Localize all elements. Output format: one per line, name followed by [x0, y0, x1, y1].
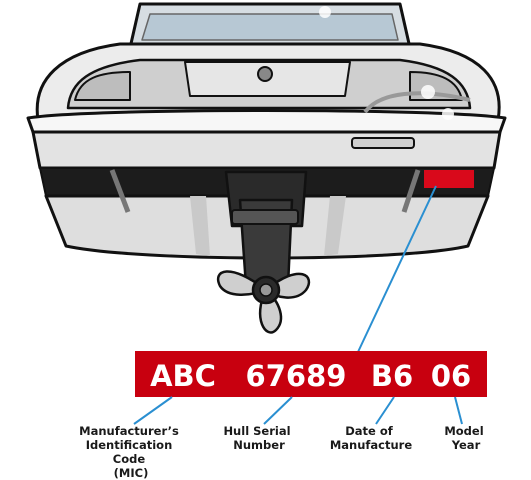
hin-code-serial: 67689 [246, 359, 347, 393]
hull-hin-plate [424, 170, 474, 188]
propeller [217, 270, 311, 334]
leader-line-serial [263, 396, 293, 425]
boat-illustration [26, 2, 507, 334]
label-serial: Hull Serial Number [223, 424, 294, 452]
hin-code-mic: ABC [150, 359, 216, 393]
label-mic: Manufacturer’s Identification Code (MIC) [79, 424, 183, 480]
leader-line-hull [357, 185, 437, 353]
label-date: Date of Manufacture [330, 424, 413, 452]
leader-line-mic [133, 396, 173, 425]
hin-code-year: 06 [431, 359, 471, 393]
rear-deck [26, 109, 507, 134]
hin-plate [135, 351, 487, 397]
leader-line-year [454, 396, 463, 425]
leader-line-date [375, 396, 395, 425]
hin-code-date: B6 [371, 359, 413, 393]
label-year: Model Year [444, 424, 487, 452]
upper-hull [31, 130, 502, 170]
